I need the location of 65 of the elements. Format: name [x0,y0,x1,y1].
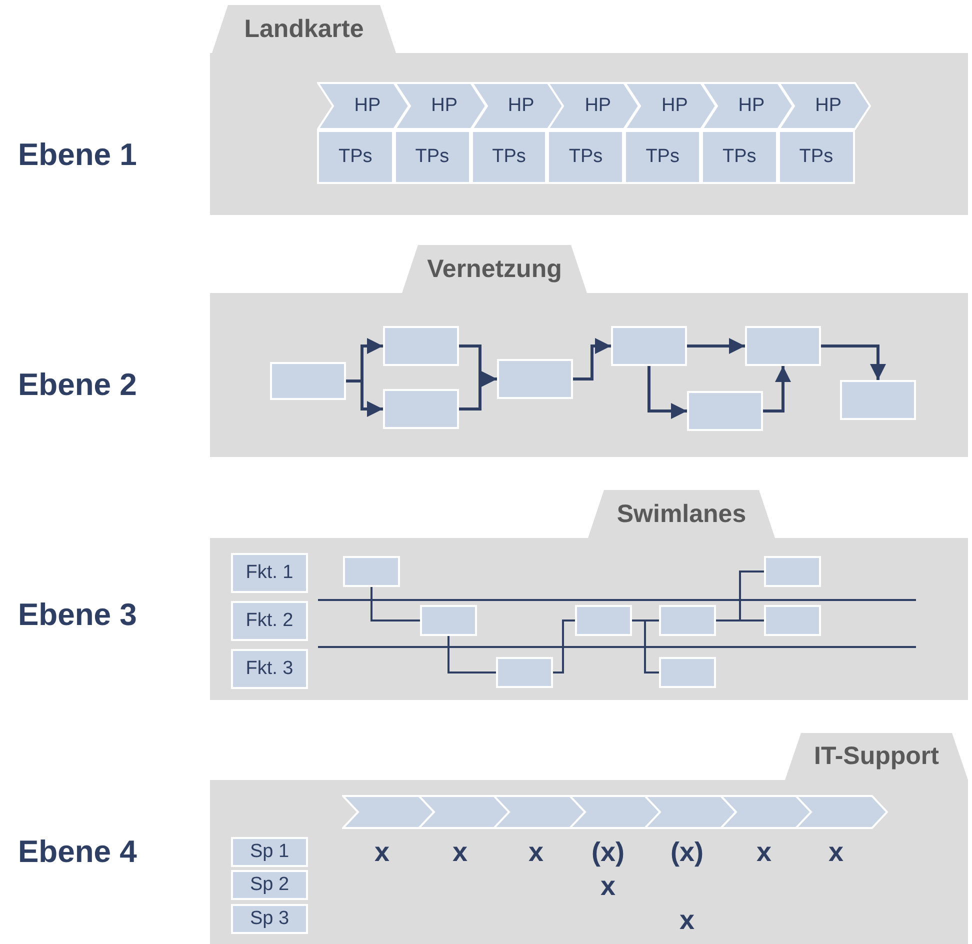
support-mark: x [599,870,617,902]
process-box [270,362,346,400]
section-tab: Vernetzung [402,245,587,293]
process-box [575,605,632,636]
process-box [383,389,459,429]
system-label: Sp 2 [231,870,308,900]
connector-arrow [763,366,791,412]
connector-arrow [459,371,497,410]
process-step: HP [547,82,640,130]
process-box [496,657,553,688]
connector-arrow [821,344,886,380]
level-label: Ebene 4 [18,833,137,871]
support-mark: x [451,836,469,868]
support-mark: x [827,836,845,868]
support-mark: x [527,836,545,868]
subprocess-box: TPs [470,130,548,184]
lane-label: Fkt. 1 [231,553,308,593]
section-tab: IT-Support [785,733,968,780]
process-box [764,605,821,636]
connector-line [448,636,496,674]
subprocess-box: TPs [624,130,701,184]
connector-line [716,620,764,622]
subprocess-box: TPs [547,130,624,184]
lane-label: Fkt. 2 [231,601,308,641]
process-step: HP [470,82,564,130]
process-step: HP [624,82,718,130]
section-tab: Landkarte [212,5,396,53]
process-step: HP [317,82,410,130]
level-label: Ebene 2 [18,366,137,404]
support-mark: (x) [590,836,626,868]
system-label: Sp 3 [231,904,308,934]
subprocess-box: TPs [701,130,778,184]
process-box [840,380,916,420]
section-tab: Swimlanes [588,490,775,538]
level-label: Ebene 1 [18,136,137,174]
process-box [745,326,821,366]
process-box [764,556,821,587]
subprocess-box: TPs [778,130,855,184]
support-mark: (x) [670,836,704,868]
process-box [659,605,716,636]
process-box [420,605,477,636]
connector-arrow [573,338,611,380]
process-step: HP [778,82,871,130]
process-step: HP [394,82,487,130]
level-label: Ebene 3 [18,596,137,634]
connector-line [632,620,659,674]
process-box [659,657,716,688]
process-step: HP [701,82,794,130]
process-box [497,359,573,399]
connector-arrow [648,366,687,419]
connector-arrow [687,338,745,354]
process-box [343,556,400,587]
subprocess-box: TPs [394,130,471,184]
support-mark: x [373,836,391,868]
connector-line [553,620,575,674]
connector-arrow [346,380,383,417]
process-box [383,326,459,366]
process-box [687,391,763,431]
subprocess-box: TPs [317,130,394,184]
process-box [611,326,687,366]
lane-label: Fkt. 3 [231,649,308,689]
connector-line [370,587,420,622]
system-label: Sp 1 [231,837,308,867]
support-mark: x [755,836,773,868]
support-mark: x [678,904,696,936]
